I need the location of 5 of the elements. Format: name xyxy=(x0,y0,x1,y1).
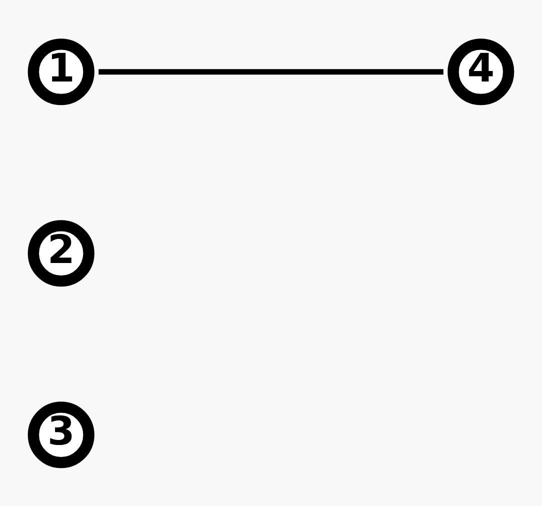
node-number: 3 xyxy=(47,410,75,458)
connector-line xyxy=(98,68,444,74)
node-number: 2 xyxy=(47,228,75,276)
node-number: 1 xyxy=(47,46,75,94)
node-number: 4 xyxy=(467,46,495,94)
